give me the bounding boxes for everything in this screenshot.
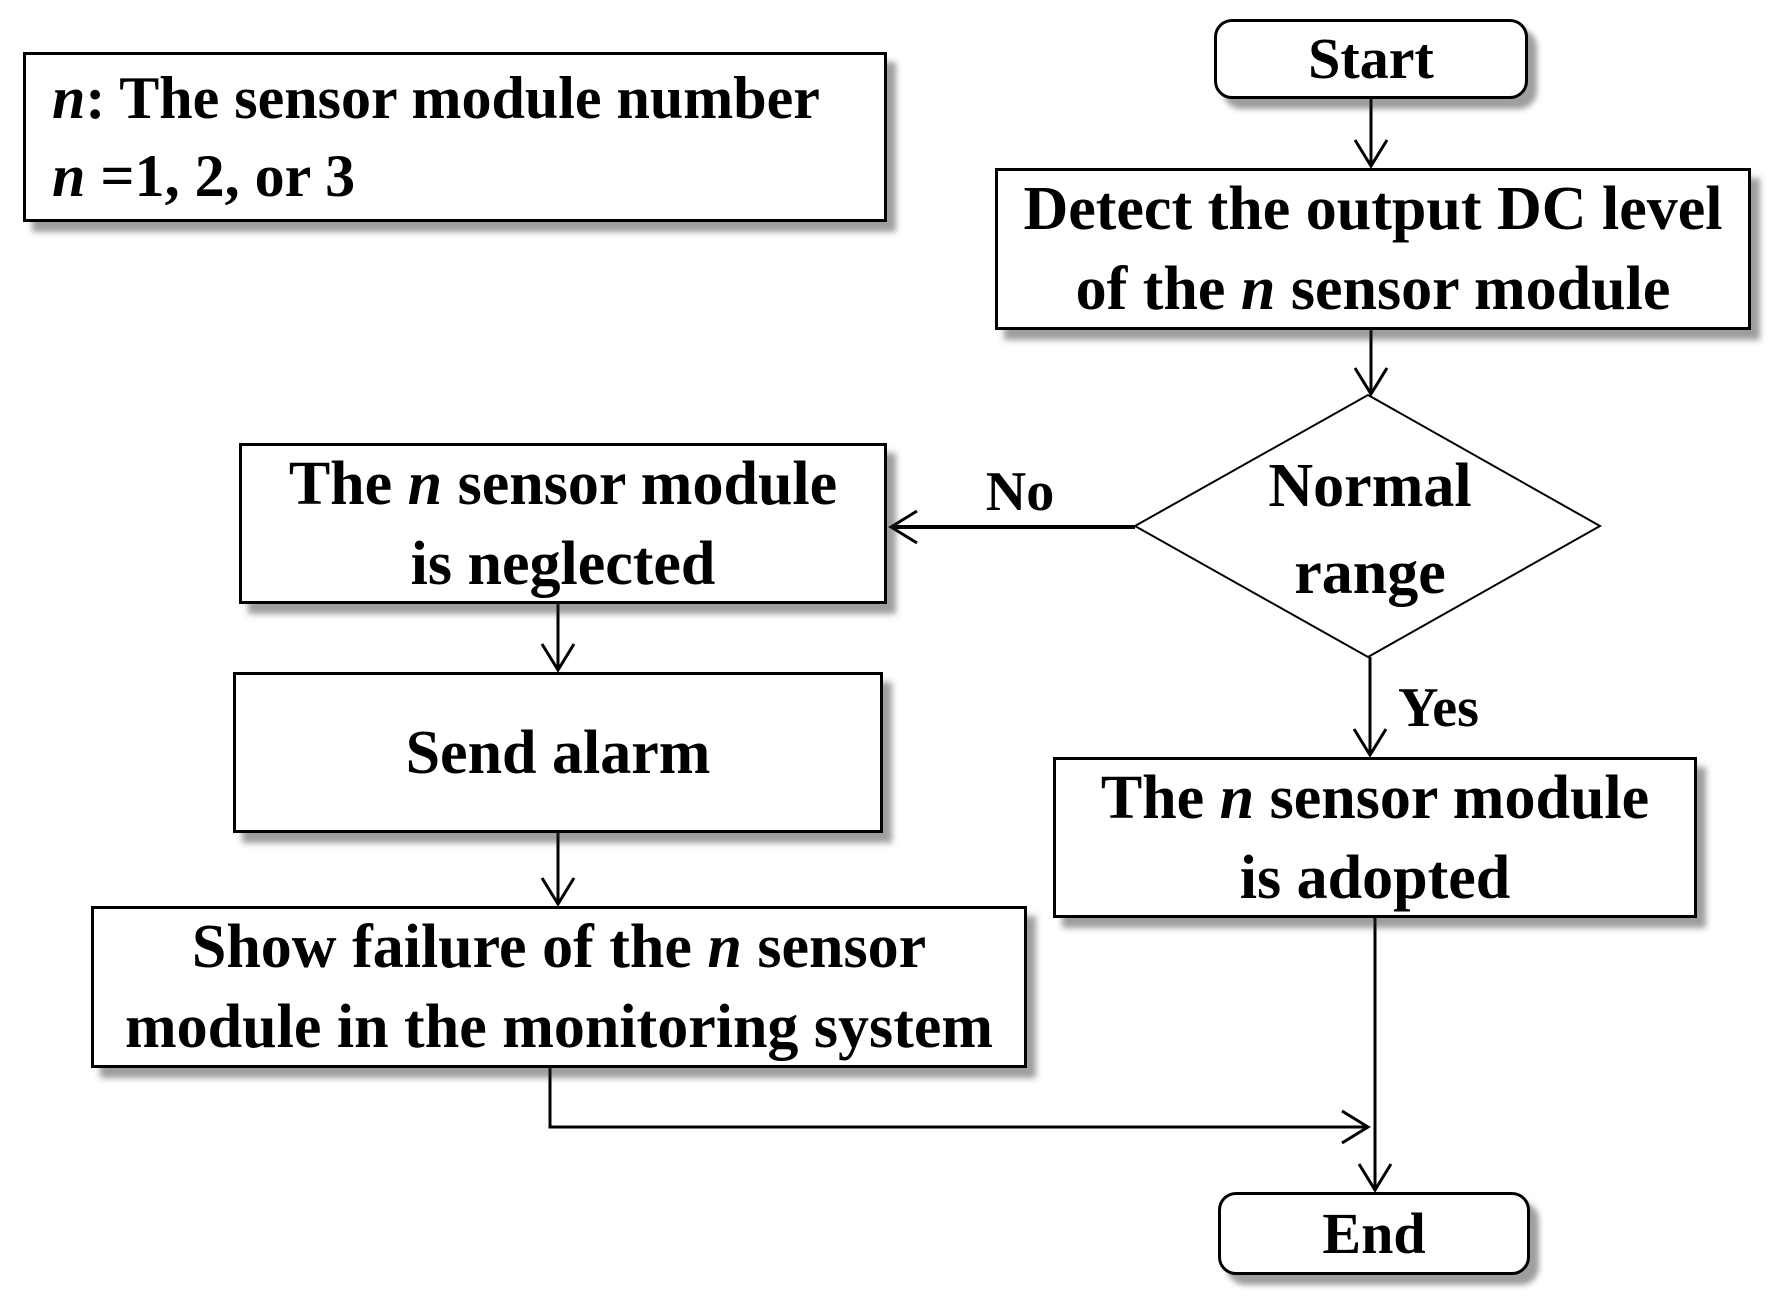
- show-failure-node: Show failure of the n sensor module in t…: [91, 906, 1027, 1068]
- adopted-line-2: is adopted: [1239, 843, 1511, 912]
- edge-yes-label: Yes: [1398, 677, 1479, 739]
- end-node: End: [1218, 1192, 1530, 1275]
- send-alarm-node: Send alarm: [233, 672, 883, 833]
- arrowhead-down-detect-icon: [1353, 139, 1389, 169]
- arrowhead-right-junction-icon: [1341, 1109, 1371, 1145]
- decision-line-1: Normal: [1268, 452, 1472, 520]
- show-failure-line-2: module in the monitoring system: [125, 993, 993, 1061]
- adopted-node: The n sensor module is adopted: [1053, 757, 1697, 918]
- detect-line-2: of the n sensor module: [1075, 255, 1671, 323]
- send-alarm-label: Send alarm: [405, 718, 711, 787]
- arrowhead-down-failure-icon: [540, 877, 576, 907]
- connector-failure-to-end: [548, 1068, 1366, 1129]
- arrowhead-down-adopted-icon: [1352, 728, 1388, 758]
- arrowhead-down-decision-icon: [1353, 367, 1389, 397]
- show-failure-line-1: Show failure of the n sensor: [191, 913, 927, 981]
- decision-line-2: range: [1294, 539, 1446, 607]
- arrowhead-down-alarm-icon: [540, 643, 576, 673]
- detect-line-1: Detect the output DC level: [1023, 175, 1723, 243]
- neglected-line-2: is neglected: [410, 529, 716, 598]
- detect-node: Detect the output DC level of the n sens…: [995, 168, 1751, 330]
- note-line-1: n: The sensor module number: [52, 65, 820, 131]
- note-box: n: The sensor module number n =1, 2, or …: [23, 52, 887, 222]
- decision-label: Normal range: [1135, 420, 1605, 640]
- arrowhead-down-end-icon: [1357, 1163, 1393, 1193]
- neglected-node: The n sensor module is neglected: [239, 443, 887, 604]
- start-node: Start: [1214, 19, 1528, 99]
- note-line-2: n =1, 2, or 3: [52, 143, 356, 209]
- end-label: End: [1322, 1200, 1426, 1266]
- edge-no-label: No: [985, 461, 1055, 523]
- start-label: Start: [1308, 26, 1434, 91]
- adopted-line-1: The n sensor module: [1100, 763, 1650, 832]
- neglected-line-1: The n sensor module: [288, 449, 838, 518]
- decision-diamond: [1132, 393, 1603, 659]
- arrowhead-left-neglected-icon: [888, 509, 918, 545]
